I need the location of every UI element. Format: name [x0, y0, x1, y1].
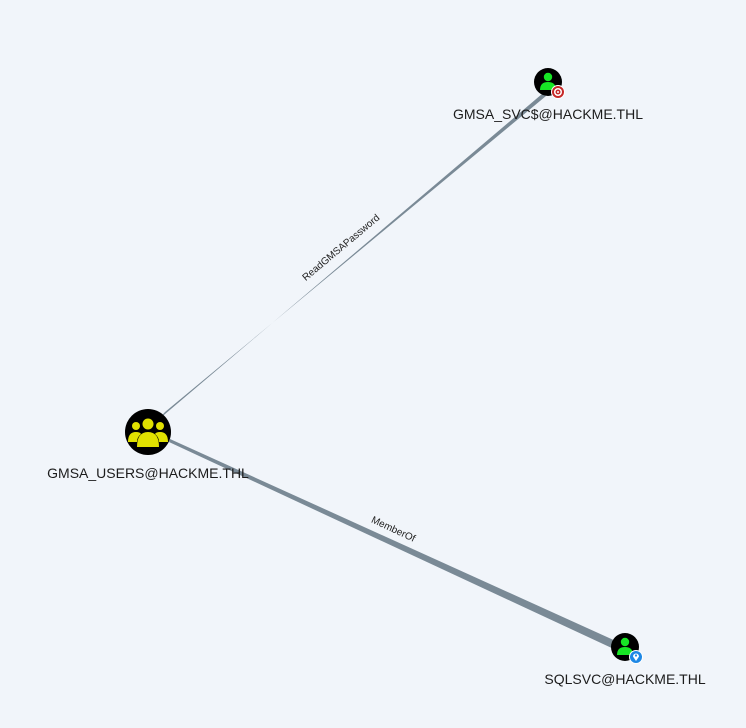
node-label: GMSA_USERS@HACKME.THL	[47, 465, 249, 481]
location-pin-icon	[629, 650, 643, 664]
edge-line	[158, 94, 546, 420]
target-icon	[551, 85, 565, 99]
node-gmsa-svc[interactable]: GMSA_SVC$@HACKME.THL	[453, 68, 643, 122]
edge-line	[169, 439, 618, 650]
node-label: GMSA_SVC$@HACKME.THL	[453, 106, 643, 122]
edge-readgmsapassword[interactable]: ReadGMSAPassword	[158, 94, 546, 420]
edge-label-readgmsapassword: ReadGMSAPassword	[301, 213, 383, 284]
node-label: SQLSVC@HACKME.THL	[544, 671, 705, 687]
node-gmsa-users[interactable]: GMSA_USERS@HACKME.THL	[47, 409, 249, 481]
user-icon	[617, 637, 633, 655]
user-icon	[540, 72, 556, 90]
node-sqlsvc[interactable]: SQLSVC@HACKME.THL	[544, 633, 706, 687]
group-icon	[128, 418, 168, 447]
